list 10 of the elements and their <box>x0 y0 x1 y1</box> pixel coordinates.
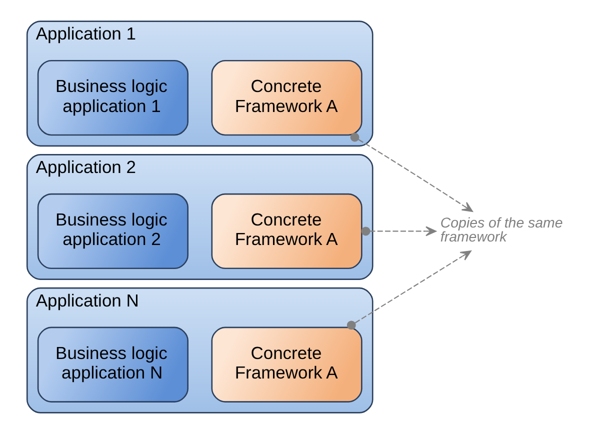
arrow <box>346 250 472 330</box>
node-box: Concrete Framework A <box>211 193 362 270</box>
node-box: Business logic application N <box>37 326 188 402</box>
node-text: Copies of the same framework <box>440 215 563 246</box>
node-box: Business logic application 1 <box>37 60 188 136</box>
arrow <box>361 226 436 236</box>
node-box: Concrete Framework A <box>211 60 362 136</box>
node-box: Concrete Framework A <box>211 326 362 402</box>
node-box: Business logic application 2 <box>37 193 188 270</box>
arrow <box>350 132 473 212</box>
